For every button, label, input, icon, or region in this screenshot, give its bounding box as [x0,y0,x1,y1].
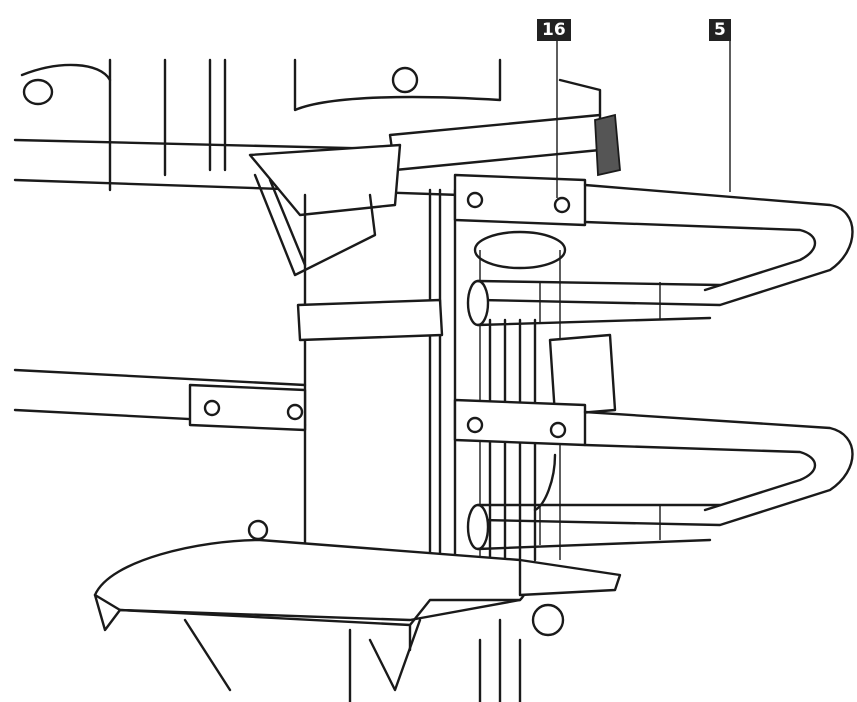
mid-left-frame [13,368,307,432]
lower-handle [453,398,854,551]
callout-16: 16 [537,19,571,41]
main-column [296,188,457,562]
leader-lines [556,40,731,198]
splitting-table [93,519,622,702]
upper-handle [453,173,854,327]
upper-cradle [248,58,621,277]
callout-5: 5 [709,19,731,41]
